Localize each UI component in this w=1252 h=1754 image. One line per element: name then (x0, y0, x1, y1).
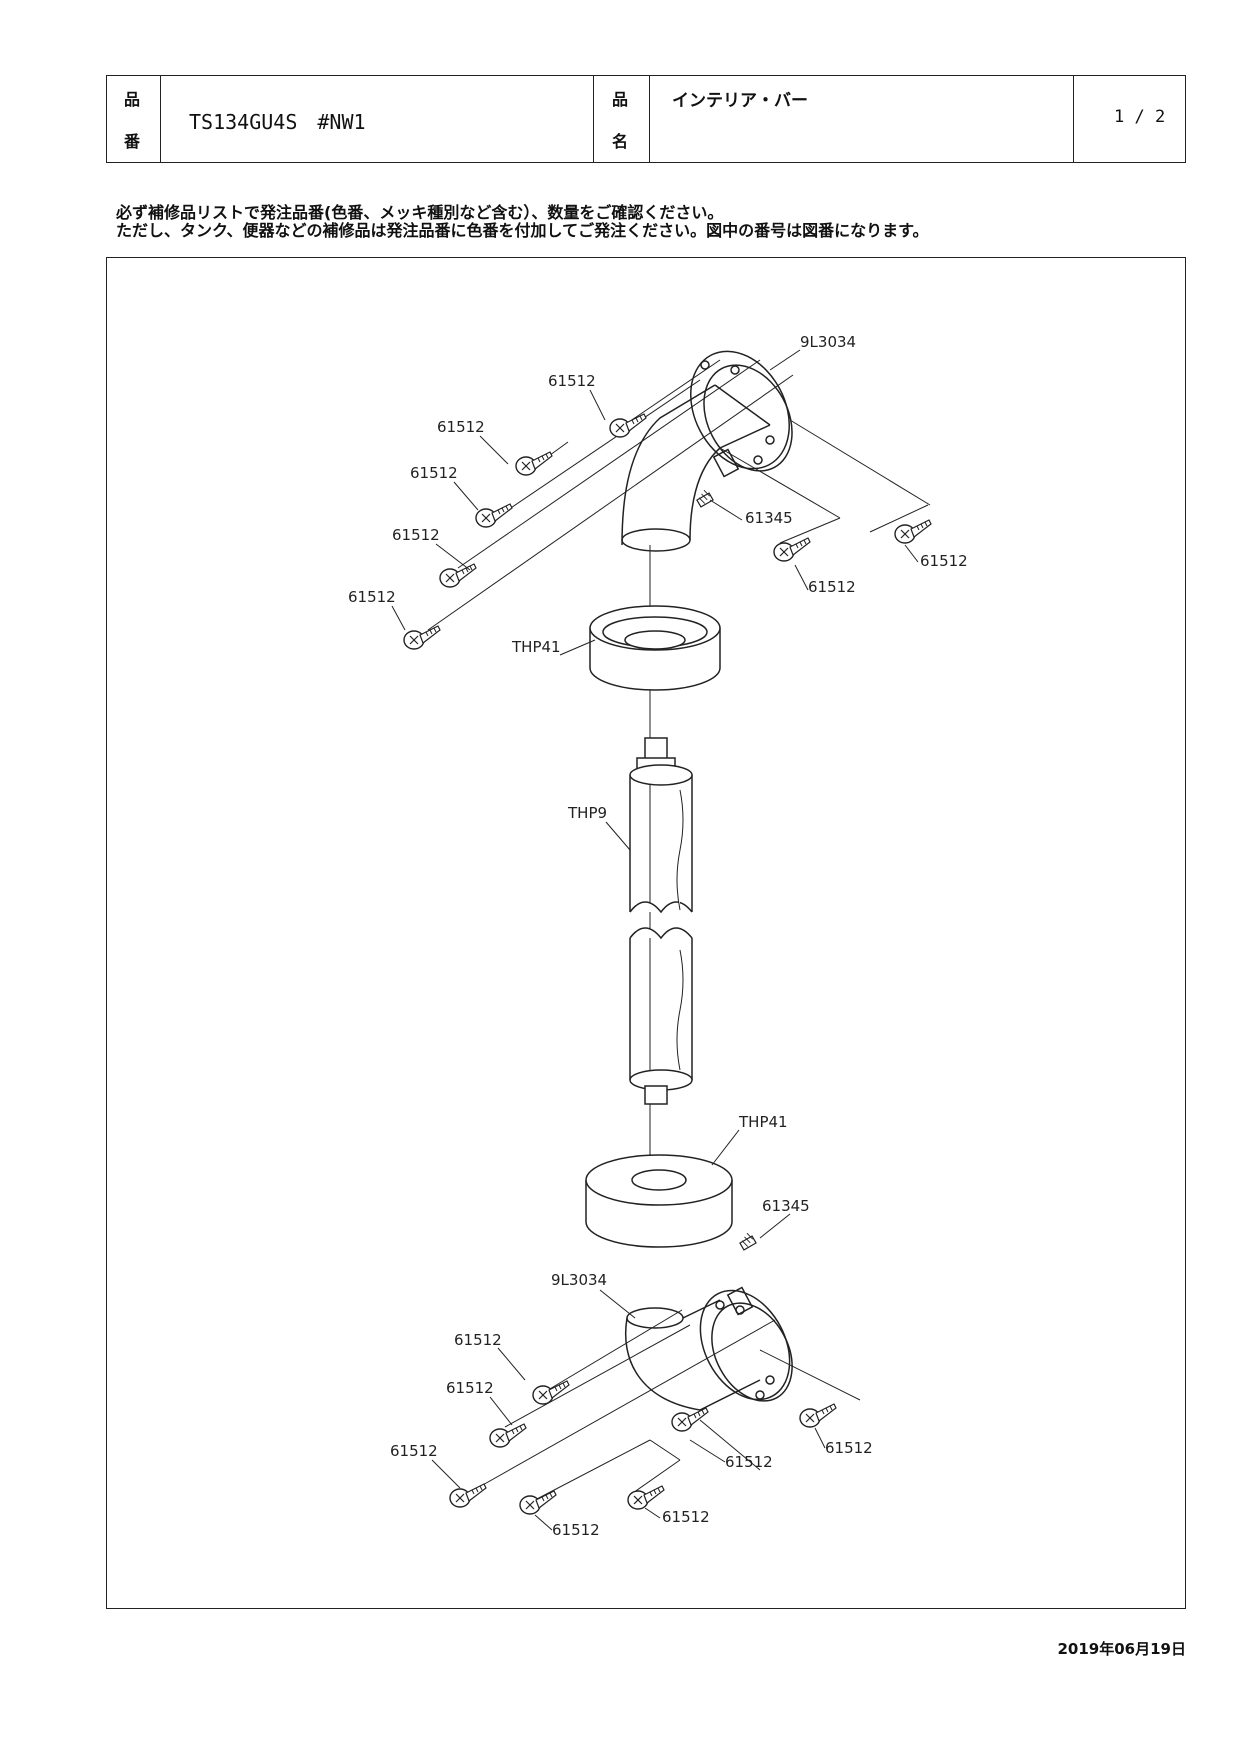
label-screw: 61512 (548, 372, 596, 390)
label-screw: 61512 (552, 1521, 600, 1539)
part-number-label-cell: 品 番 (107, 76, 161, 162)
part-name-cell: インテリア・バー (650, 76, 1074, 162)
screw-icon (449, 1483, 487, 1508)
diagram-frame (106, 257, 1186, 1609)
label-screw: 61512 (662, 1508, 710, 1526)
screw-icon (515, 451, 553, 476)
screw-icon (475, 503, 513, 528)
label-cover-bottom: THP41 (738, 1113, 788, 1131)
setscrew-icon (739, 1231, 757, 1251)
part-name-label-cell: 品 名 (594, 76, 650, 162)
label-screw: 61512 (725, 1453, 773, 1471)
part-number-label-2: 番 (124, 132, 141, 151)
part-number-cell: TS134GU4S #NW1 (161, 76, 594, 162)
screw-icon (532, 1380, 570, 1405)
notes: 必ず補修品リストで発注品番(色番、メッキ種別など含む）、数量をご確認ください。 … (116, 204, 928, 240)
label-screw: 61512 (390, 1442, 438, 1460)
label-setscrew-bottom: 61345 (762, 1197, 810, 1215)
screw-icon (894, 519, 932, 544)
label-setscrew-top: 61345 (745, 509, 793, 527)
label-screw: 61512 (392, 526, 440, 544)
part-name: インテリア・バー (672, 91, 808, 111)
screw-icon (799, 1403, 837, 1428)
screw-icon (627, 1485, 665, 1510)
note-line-1: 必ず補修品リストで発注品番(色番、メッキ種別など含む）、数量をご確認ください。 (116, 203, 724, 222)
part-name-label-2: 名 (612, 132, 629, 151)
bottom-cover (585, 1154, 733, 1248)
label-screw: 61512 (410, 464, 458, 482)
screw-icon (671, 1407, 709, 1432)
title-block: 品 番 TS134GU4S #NW1 品 名 インテリア・バー 1 / 2 (106, 75, 1186, 163)
label-flange-top: 9L3034 (800, 333, 856, 351)
grab-bar (629, 737, 693, 1105)
label-screw: 61512 (348, 588, 396, 606)
screw-icon (519, 1490, 557, 1515)
page-number: 1 / 2 (1114, 107, 1166, 127)
label-cover-top: THP41 (511, 638, 561, 656)
drawing-date: 2019年06月19日 (1057, 1640, 1187, 1658)
screw-icon (489, 1423, 527, 1448)
label-screw: 61512 (808, 578, 856, 596)
top-cover (589, 605, 721, 691)
label-flange-bottom: 9L3034 (551, 1271, 607, 1289)
top-flange-assembly (427, 350, 931, 1180)
label-screw: 61512 (454, 1331, 502, 1349)
label-screw: 61512 (437, 418, 485, 436)
page-cell: 1 / 2 (1074, 76, 1187, 162)
setscrew-icon (696, 488, 714, 508)
label-screw: 61512 (920, 552, 968, 570)
screw-icon (773, 537, 811, 562)
part-number: TS134GU4S #NW1 (189, 110, 366, 134)
label-screw: 61512 (446, 1379, 494, 1397)
part-number-label-1: 品 (124, 90, 141, 109)
bottom-flange-assembly (464, 1286, 861, 1501)
label-bar: THP9 (567, 804, 607, 822)
screw-icon (403, 625, 441, 650)
label-screw: 61512 (825, 1439, 873, 1457)
part-name-label-1: 品 (612, 90, 629, 109)
screw-icon (609, 413, 647, 438)
note-line-2: ただし、タンク、便器などの補修品は発注品番に色番を付加してご発注ください。図中の… (116, 221, 929, 240)
